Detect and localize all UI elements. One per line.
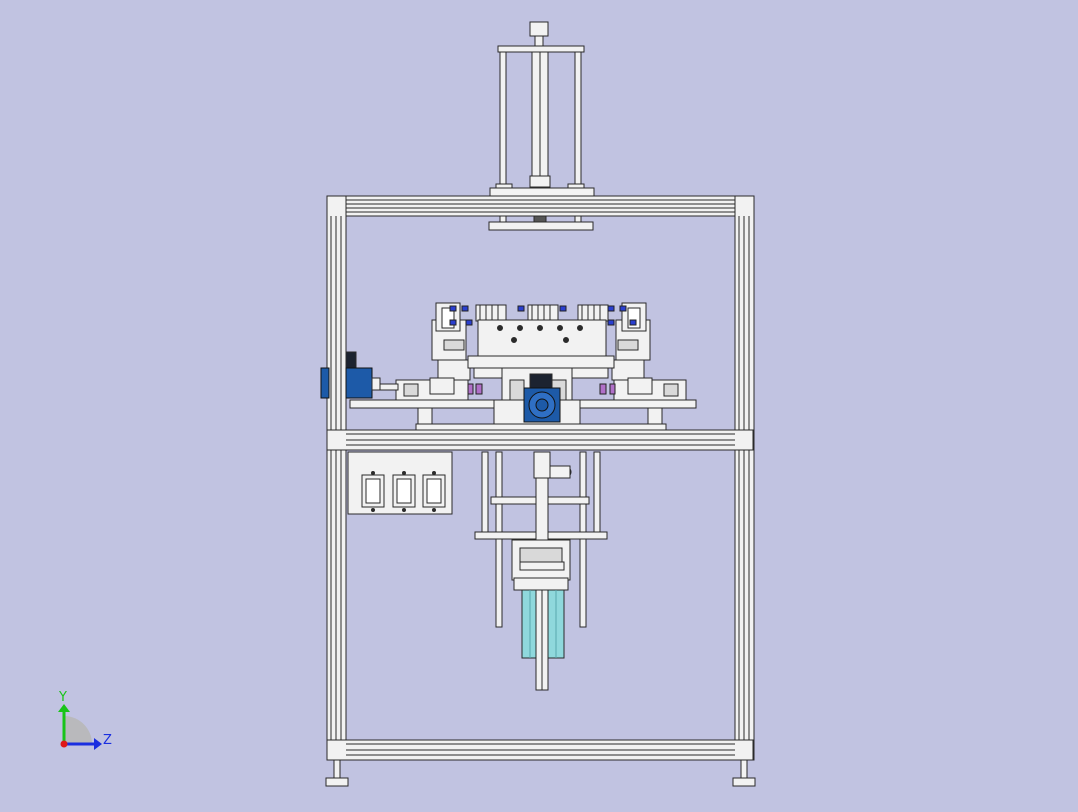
frame-top-beam [326, 195, 754, 217]
top-cylinder-assembly [489, 21, 595, 197]
machine-assembly [320, 21, 756, 787]
center-gear-motor [523, 373, 561, 423]
aluminium-frame [325, 195, 756, 787]
foot-right-stem [740, 759, 748, 779]
guide-rod-left [499, 51, 507, 188]
y-axis-arrowhead [58, 704, 70, 712]
z-axis-label: Z [103, 733, 112, 748]
foot-left-pad [325, 777, 349, 787]
pneumatic-fittings [449, 305, 637, 395]
press-head [488, 215, 594, 231]
top-cylinder-cap [529, 21, 549, 37]
left-clamp-module [395, 302, 471, 401]
lower-electrical-box [347, 451, 453, 515]
y-axis-label: Y [58, 690, 67, 705]
top-cylinder-plate [497, 45, 585, 53]
right-clamp-module [611, 302, 687, 401]
fixture-platform [320, 302, 697, 431]
triad-rotation-arc [64, 716, 92, 744]
side-motor-left [320, 351, 399, 399]
top-cylinder-base [489, 187, 595, 197]
z-axis-arrowhead [94, 738, 102, 750]
guide-rod-right [574, 51, 582, 188]
foot-left-stem [333, 759, 341, 779]
x-axis-dot [60, 740, 68, 748]
foot-right-pad [732, 777, 756, 787]
press-plate [488, 221, 594, 231]
coordinate-triad[interactable]: Y Z [58, 690, 112, 750]
lower-lift-assembly [474, 451, 608, 691]
central-block-body [477, 319, 607, 359]
